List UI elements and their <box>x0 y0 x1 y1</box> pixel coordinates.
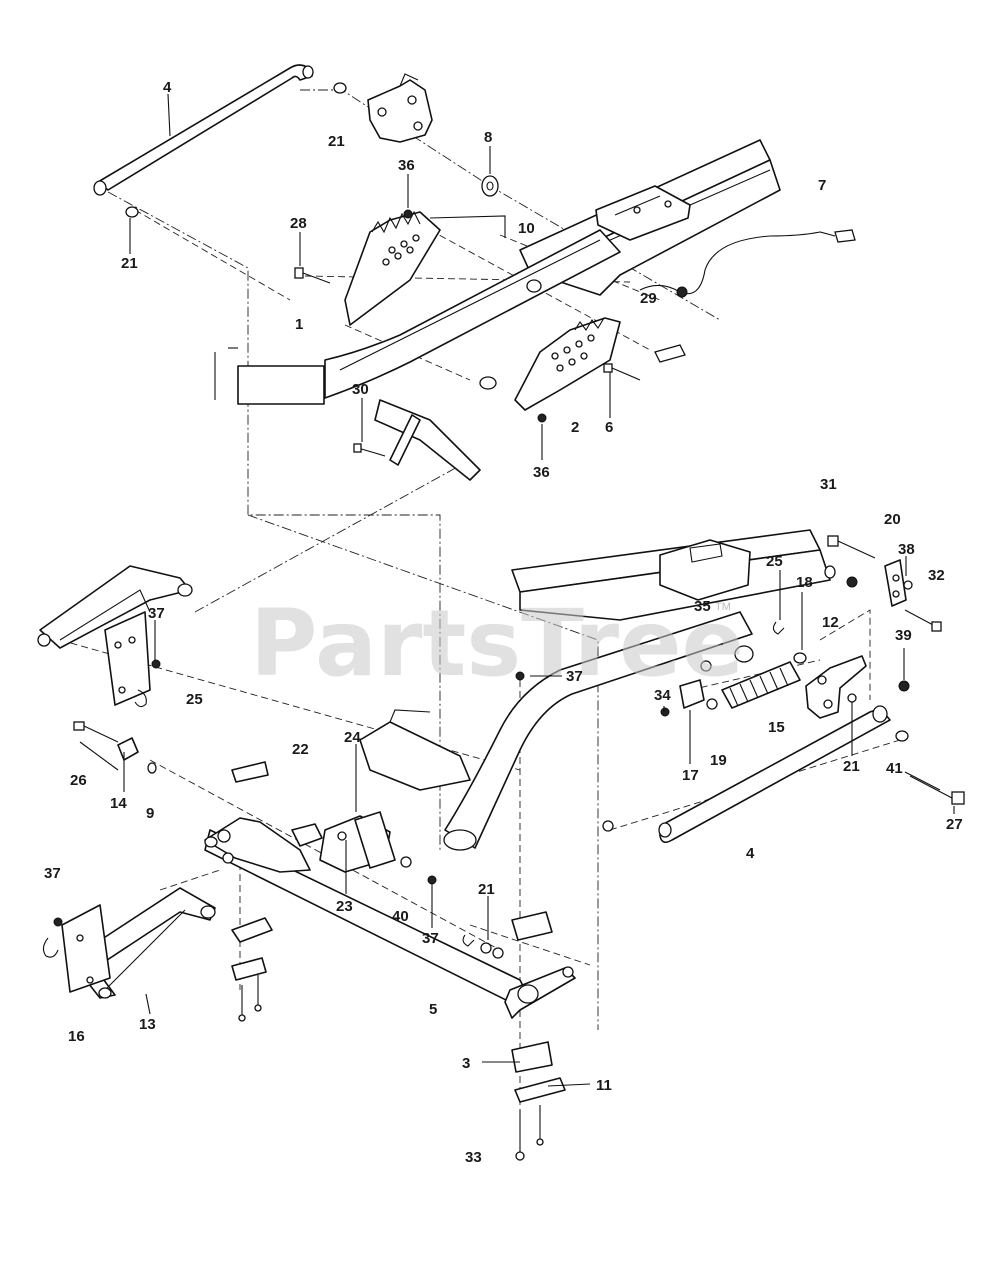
callout-leaders <box>123 93 955 1087</box>
main-frame-body <box>319 529 831 873</box>
callout-23: 23 <box>336 898 353 915</box>
callout-25-right: 25 <box>766 553 783 570</box>
callout-4-lower: 4 <box>746 845 755 862</box>
callout-37-lower: 37 <box>422 930 439 947</box>
callout-15: 15 <box>768 719 785 736</box>
callout-38: 38 <box>898 541 915 558</box>
callout-4-upper: 4 <box>163 79 172 96</box>
callout-12: 12 <box>822 614 839 631</box>
callout-36-upper: 36 <box>398 157 415 174</box>
callout-37-center: 37 <box>566 668 583 685</box>
callout-11: 11 <box>596 1077 612 1094</box>
center-hanger-hardware <box>511 671 566 1161</box>
front-receiver-tube <box>214 347 325 405</box>
notched-plate-10 <box>344 210 506 326</box>
left-lever-assembly <box>73 721 323 873</box>
watermark-tm: TM <box>715 601 731 613</box>
bolt-27 <box>904 771 965 805</box>
callout-35: 35 <box>694 598 711 615</box>
callout-10: 10 <box>518 220 535 237</box>
callout-7: 7 <box>818 177 826 194</box>
callout-26: 26 <box>70 772 87 789</box>
callout-6: 6 <box>605 419 613 436</box>
left-hanger-hardware <box>231 917 273 1022</box>
callout-21-left: 21 <box>121 255 138 272</box>
callout-14: 14 <box>110 795 127 812</box>
cable-29 <box>639 229 856 363</box>
callout-24: 24 <box>344 729 361 746</box>
callout-36-lower: 36 <box>533 464 550 481</box>
callout-18: 18 <box>796 574 813 591</box>
callout-29: 29 <box>640 290 657 307</box>
upper-lever-bracket <box>367 73 433 143</box>
lower-right-lift-rod <box>602 705 909 844</box>
pin-6 <box>603 363 641 381</box>
callout-5: 5 <box>429 1001 437 1018</box>
callout-31: 31 <box>820 476 837 493</box>
clip-washer-21 <box>462 934 504 959</box>
left-lift-arm-upper <box>37 565 193 708</box>
spacer-8 <box>481 175 499 197</box>
callout-30: 30 <box>352 381 369 398</box>
callout-21-right: 21 <box>843 758 860 775</box>
center-spacer <box>479 279 542 390</box>
callout-33: 33 <box>465 1149 482 1166</box>
callout-16: 16 <box>68 1028 85 1045</box>
callout-28: 28 <box>290 215 307 232</box>
bolt-28 <box>294 267 331 284</box>
callout-1: 1 <box>295 316 303 333</box>
callout-21-upper: 21 <box>328 133 345 150</box>
callout-37-left: 37 <box>148 605 165 622</box>
callout-8: 8 <box>484 129 492 146</box>
upper-lift-rod <box>93 64 347 218</box>
callout-41: 41 <box>886 760 903 777</box>
callout-17: 17 <box>682 767 699 784</box>
callout-20: 20 <box>884 511 901 528</box>
watermark: PartsTree TM <box>250 590 744 697</box>
callout-25-left: 25 <box>186 691 203 708</box>
callout-13: 13 <box>139 1016 156 1033</box>
callout-27: 27 <box>946 816 963 833</box>
spring-assembly <box>660 621 867 719</box>
callout-9: 9 <box>146 805 154 822</box>
notched-plate-2 <box>514 317 621 423</box>
callout-40: 40 <box>392 908 409 925</box>
callout-37-far-left: 37 <box>44 865 61 882</box>
callout-32: 32 <box>928 567 945 584</box>
nut-36-upper <box>403 209 413 219</box>
nut-37-middle <box>400 856 437 885</box>
callout-21-lower: 21 <box>478 881 495 898</box>
callout-3: 3 <box>462 1055 470 1072</box>
callout-labels: 4 21 8 7 36 10 28 21 29 1 30 2 6 36 31 2… <box>44 79 963 1166</box>
callout-39: 39 <box>895 627 912 644</box>
hitch-bracket-7 <box>595 185 691 241</box>
pivot-bracket-32 <box>824 535 942 692</box>
callout-34: 34 <box>654 687 671 704</box>
bolt-30-lever <box>353 414 421 466</box>
frame-rail <box>324 139 781 481</box>
lower-lift-shaft <box>204 829 576 1019</box>
left-lift-arm-lower <box>42 887 216 999</box>
callout-19: 19 <box>710 752 727 769</box>
callout-22: 22 <box>292 741 309 758</box>
watermark-text: PartsTree <box>250 590 744 697</box>
callout-2: 2 <box>571 419 579 436</box>
